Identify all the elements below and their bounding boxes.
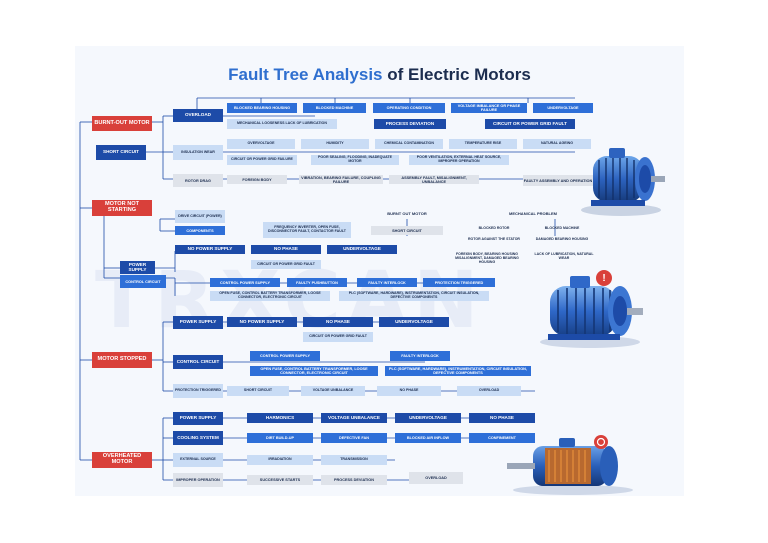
diagram-canvas: TRXCAN Fault Tree Analysis of Electric M… <box>75 46 684 496</box>
node-components: COMPONENTS <box>175 226 225 235</box>
node-assembly-fault: ASSEMBLY FAULT, MISALIGNMENT, UNBALANCE <box>389 175 479 184</box>
node-oh-overload: OVERLOAD <box>409 472 463 484</box>
node-oh-confinement: CONFINEMENT <box>469 433 535 443</box>
node-oh-external-source: EXTERNAL SOURCE <box>173 453 223 467</box>
node-overvoltage: OVERVOLTAGE <box>227 139 295 149</box>
node-overheated-motor: OVERHEATED MOTOR <box>92 452 152 468</box>
node-oh-harmonics: HARMONICS <box>247 413 313 423</box>
node-ms-open-fuse: OPEN FUSE, CONTROL BATTERY TRANSFORMER, … <box>250 366 378 376</box>
node-ns-undervoltage: UNDERVOLTAGE <box>327 245 397 254</box>
node-ns-faulty-pushbutton: FAULTY PUSHBUTTON <box>287 278 347 287</box>
title-rest: of Electric Motors <box>382 65 531 84</box>
node-insulation-wear: INSULATION WEAR <box>173 145 223 160</box>
node-rotor-drag: ROTOR DRAG <box>173 174 223 187</box>
node-oh-process-deviation: PROCESS DEVIATION <box>321 475 387 485</box>
node-foreign-body-misalignment: FOREIGN BODY, BEARING HOUSING MISALIGNME… <box>455 252 519 264</box>
node-blocked-rotor: BLOCKED ROTOR <box>478 226 510 230</box>
node-circuit-grid-failure: CIRCUIT OR POWER GRID FAILURE <box>227 155 297 165</box>
node-oh-no-phase: NO PHASE <box>469 413 535 423</box>
node-ns-protection-triggered: PROTECTION TRIGGERED <box>423 278 495 287</box>
node-ms-overload: OVERLOAD <box>457 386 521 396</box>
node-undervoltage: UNDERVOLTAGE <box>533 103 593 113</box>
node-poor-sealing: POOR SEALING, FLOODING, INADEQUATE MOTOR <box>311 155 399 165</box>
node-lack-of-lubrication: LACK OF LUBRICATION, NATURAL WEAR <box>534 252 594 260</box>
node-chemical-contamination: CHEMICAL CONTAMINATION <box>375 139 443 149</box>
node-motor-stopped: MOTOR STOPPED <box>92 352 152 368</box>
node-oh-cooling-system: COOLING SYSTEM <box>173 431 223 445</box>
node-ns-control-power-supply: CONTROL POWER SUPPLY <box>210 278 280 287</box>
node-oh-defective-fan: DEFECTIVE FAN <box>321 433 387 443</box>
node-short-circuit: SHORT CIRCUIT <box>96 145 146 160</box>
node-poor-ventilation: POOR VENTILATION, EXTERNAL HEAT SOURCE, … <box>409 155 509 165</box>
node-ns-power-supply: POWER SUPPLY <box>120 261 155 274</box>
node-ns-short-circuit: SHORT CIRCUIT <box>371 226 443 235</box>
watermark: TRXCAN <box>95 256 485 346</box>
node-oh-improper-operation: IMPROPER OPERATION <box>173 473 223 487</box>
svg-text:!: ! <box>602 273 605 284</box>
node-ms-voltage-unbalance: VOLTAGE UNBALANCE <box>301 386 365 396</box>
node-operating-condition: OPERATING CONDITION <box>373 103 445 113</box>
node-ns-control-circuit: CONTROL CIRCUIT <box>120 275 166 288</box>
node-damaged-bearing-housing: DAMAGED BEARING HOUSING <box>535 237 589 241</box>
node-circuit-or-grid-fault: CIRCUIT OR POWER GRID FAULT <box>485 119 575 129</box>
node-mechanical-looseness: MECHANICAL LOOSENESS LACK OF LUBRICATION <box>227 119 337 129</box>
node-ms-control-power-supply: CONTROL POWER SUPPLY <box>250 351 320 361</box>
node-ms-protection-triggered: PROTECTION TRIGGERED <box>173 384 223 398</box>
node-components-detail: FREQUENCY INVERTER, OPEN FUSE, DISCONNEC… <box>263 222 351 238</box>
node-ms-no-phase-2: NO PHASE <box>377 386 441 396</box>
node-mechanical-problem: MECHANICAL PROBLEM <box>509 211 557 216</box>
node-oh-undervoltage: UNDERVOLTAGE <box>395 413 461 423</box>
node-ms-short-circuit: SHORT CIRCUIT <box>227 386 289 396</box>
title-highlight: Fault Tree Analysis <box>228 65 383 84</box>
node-oh-power-supply: POWER SUPPLY <box>173 412 223 425</box>
node-ms-no-phase: NO PHASE <box>303 317 373 327</box>
node-rotor-against-stator: ROTOR AGAINST THE STATOR <box>468 237 520 241</box>
node-process-deviation: PROCESS DEVIATION <box>374 119 446 129</box>
node-ms-power-supply: POWER SUPPLY <box>173 316 223 329</box>
node-ms-circuit-grid-fault: CIRCUIT OR POWER GRID FAULT <box>303 332 373 342</box>
node-ns-blocked-machine: BLOCKED MACHINE <box>544 226 580 230</box>
node-ns-faulty-interlock: FAULTY INTERLOCK <box>357 278 417 287</box>
node-ns-open-fuse: OPEN FUSE, CONTROL BATTERY TRANSFORMER, … <box>210 291 330 301</box>
node-oh-voltage-unbalance: VOLTAGE UNBALANCE <box>321 413 387 423</box>
node-ms-plc-software: PLC (SOFTWARE, HARDWARE), INSTRUMENTATIO… <box>385 366 531 376</box>
node-humidity: HUMIDITY <box>301 139 369 149</box>
motor-illustration-3 <box>507 435 633 495</box>
node-oh-transmission: TRANSMISSION <box>321 455 387 465</box>
node-oh-successive-starts: SUCCESSIVE STARTS <box>247 475 313 485</box>
node-ns-no-power-supply: NO POWER SUPPLY <box>175 245 245 254</box>
node-oh-blocked-air-inflow: BLOCKED AIR INFLOW <box>395 433 461 443</box>
node-burnout-motor-sub: BURNT OUT MOTOR <box>387 211 427 216</box>
node-ns-plc-software: PLC (SOFTWARE, HARDWARE), INSTRUMENTATIO… <box>339 291 489 301</box>
node-ns-no-phase: NO PHASE <box>251 245 321 254</box>
node-ns-circuit-grid-fault: CIRCUIT OR POWER GRID FAULT <box>251 260 321 269</box>
node-ms-undervoltage: UNDERVOLTAGE <box>379 317 449 327</box>
node-overload: OVERLOAD <box>173 109 223 122</box>
motor-illustration-2: ! <box>540 270 643 348</box>
node-vibration-bearing: VIBRATION, BEARING FAILURE, COUPLING FAI… <box>299 175 383 184</box>
page-title: Fault Tree Analysis of Electric Motors <box>75 65 684 85</box>
node-burnout-motor: BURNT-OUT MOTOR <box>92 116 152 131</box>
node-motor-not-starting: MOTOR NOT STARTING <box>92 200 152 216</box>
node-ms-control-circuit: CONTROL CIRCUIT <box>173 355 223 369</box>
node-drive-circuit: DRIVE CIRCUIT (POWER) <box>175 210 225 223</box>
node-oh-dirt-buildup: DIRT BUILD-UP <box>247 433 313 443</box>
node-faulty-assembly: FAULTY ASSEMBLY AND OPERATION <box>523 175 593 186</box>
node-ms-no-power-supply: NO POWER SUPPLY <box>227 317 297 327</box>
node-ms-faulty-interlock: FAULTY INTERLOCK <box>390 351 450 361</box>
node-oh-irradiation: IRRADIATION <box>247 455 313 465</box>
motor-illustration-1 <box>581 148 665 216</box>
node-natural-ageing: NATURAL AGEING <box>523 139 591 149</box>
node-blocked-machine: BLOCKED MACHINE <box>303 103 366 113</box>
node-blocked-bearing-housing: BLOCKED BEARING HOUSING <box>227 103 297 113</box>
node-temperature-rise: TEMPERATURE RISE <box>449 139 517 149</box>
node-foreign-body: FOREIGN BODY <box>227 175 287 184</box>
node-voltage-imbalance: VOLTAGE IMBALANCE OR PHASE FAILURE <box>451 103 527 113</box>
